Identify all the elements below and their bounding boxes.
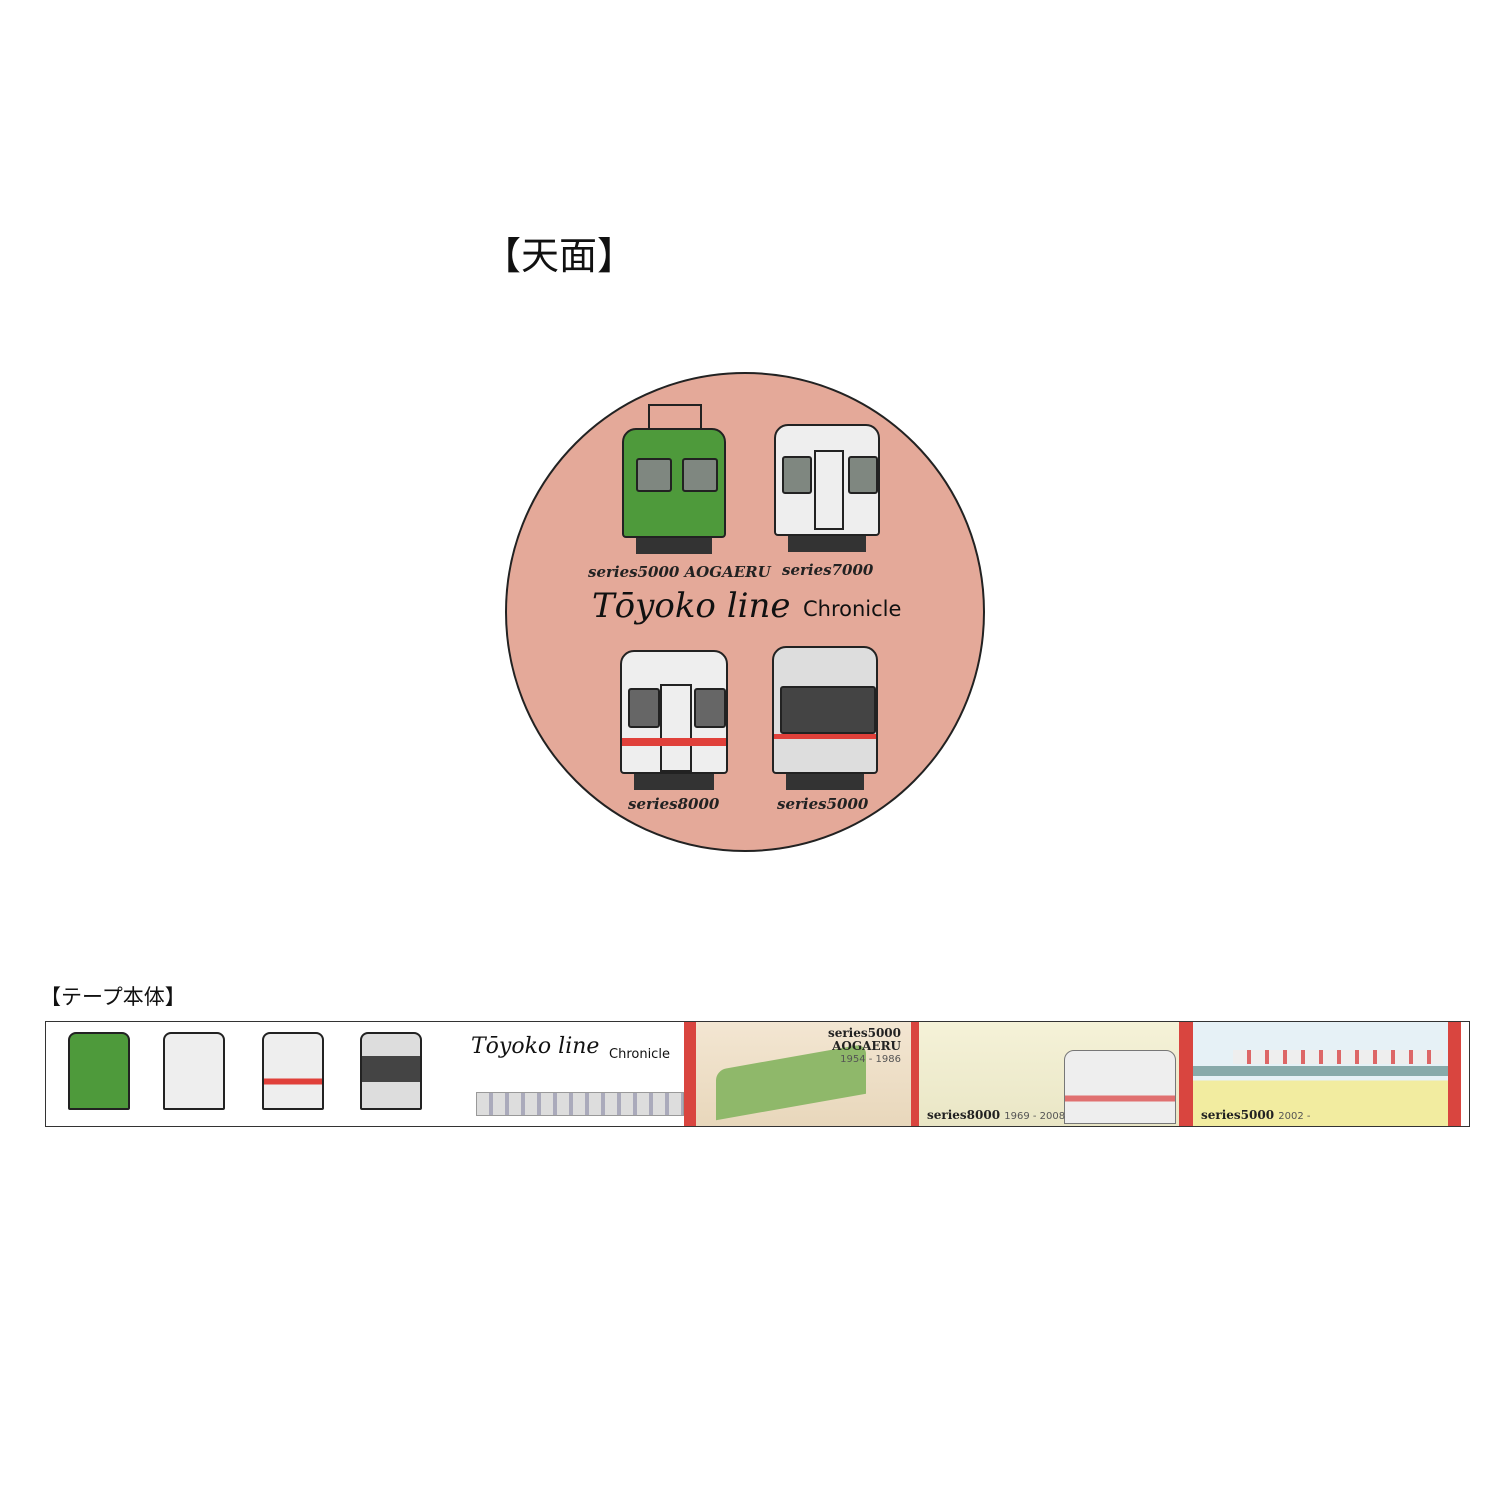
title-chronicle: Chronicle <box>803 597 902 621</box>
panel-series: series8000 <box>927 1108 1001 1122</box>
tape-body-heading: 【テープ本体】 <box>40 985 186 1009</box>
panel-name: AOGAERU <box>832 1039 901 1053</box>
panel-years: 1954 - 1986 <box>840 1054 901 1065</box>
train-series5000-aogaeru <box>622 428 726 554</box>
tape-top-face-circle <box>505 372 985 852</box>
mini-train-aogaeru <box>68 1032 130 1110</box>
tape-panel-5000: series5000 2002 - <box>1193 1022 1448 1126</box>
train-series5000 <box>772 646 878 790</box>
label-series8000: series8000 <box>628 795 720 813</box>
side-train-illustration <box>476 1092 684 1116</box>
panel-series: series5000 <box>1201 1108 1275 1122</box>
label-series5000: series5000 <box>777 795 869 813</box>
top-face-heading: 【天面】 <box>483 234 636 278</box>
panel-series: series5000 <box>827 1026 901 1040</box>
mini-train-8000 <box>262 1032 324 1110</box>
train-series7000 <box>774 424 880 552</box>
tape-panel-8000: series8000 1969 - 2008 <box>919 1022 1179 1126</box>
mini-train-5000 <box>360 1032 422 1110</box>
pantograph-icon <box>648 404 702 428</box>
tape-title-script: Tōyoko line <box>471 1034 600 1059</box>
title-script: Tōyoko line <box>592 586 791 626</box>
tape-strip: Tōyoko line Chronicle series5000 AOGAERU… <box>45 1021 1470 1127</box>
train-series8000 <box>620 650 728 790</box>
tape-title-chronicle: Chronicle <box>609 1047 670 1062</box>
label-series5000-aogaeru: series5000 AOGAERU <box>588 563 771 581</box>
panel-years: 2002 - <box>1278 1111 1311 1122</box>
mini-train-7000 <box>163 1032 225 1110</box>
label-series7000: series7000 <box>782 561 874 579</box>
panel-years: 1969 - 2008 <box>1004 1111 1066 1122</box>
tape-panel-aogaeru: series5000 AOGAERU 1954 - 1986 <box>696 1022 911 1126</box>
